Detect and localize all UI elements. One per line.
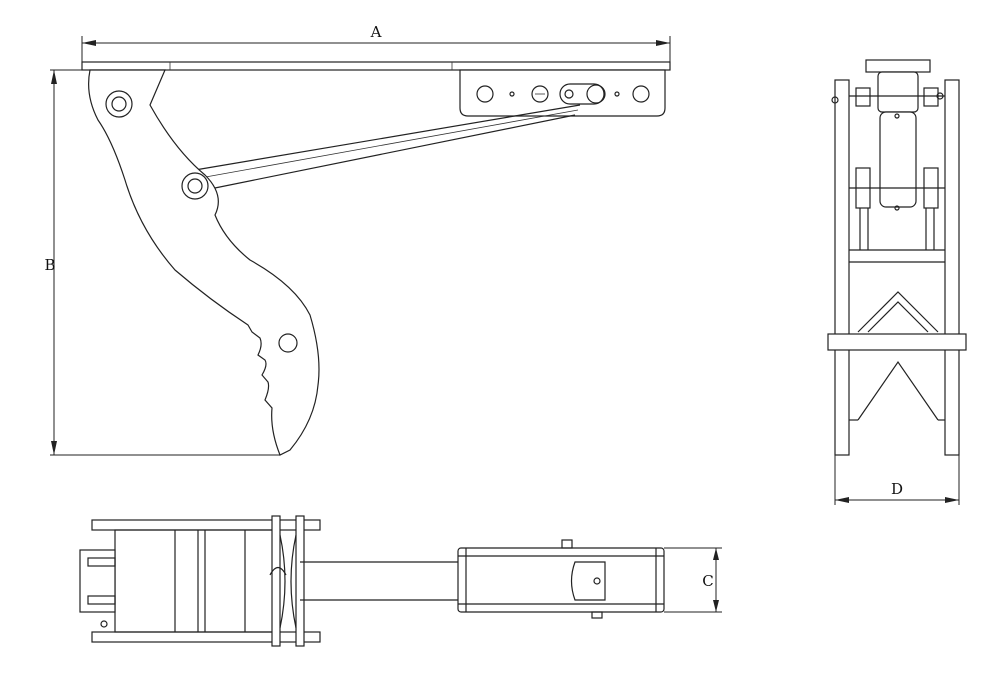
side-view: A B [44,23,671,456]
rail-top [91,519,321,531]
cross-bar [827,333,967,351]
dimension-b: B [44,69,280,456]
top-view: C [79,515,722,647]
dimension-d: D [834,455,960,505]
pivot-pin-top [105,90,133,118]
top-view-bracket [457,547,665,613]
end-bracket [79,549,116,613]
dimension-label-d: D [891,480,903,498]
top-plate [81,61,671,71]
dimension-label-a: A [370,23,382,41]
rail-bottom [91,631,321,643]
pivot-pin-mid [181,172,209,200]
side-plate-right [944,79,960,456]
hook-body [88,69,320,456]
pivot-pin-low [278,333,298,353]
front-view: D [827,59,967,505]
mount-bracket [459,69,666,117]
dimension-a: A [81,23,671,62]
dimension-c: C [664,547,722,613]
side-plate-left [834,79,850,456]
dimension-label-b: B [44,256,55,274]
dimension-label-c: C [702,572,713,590]
